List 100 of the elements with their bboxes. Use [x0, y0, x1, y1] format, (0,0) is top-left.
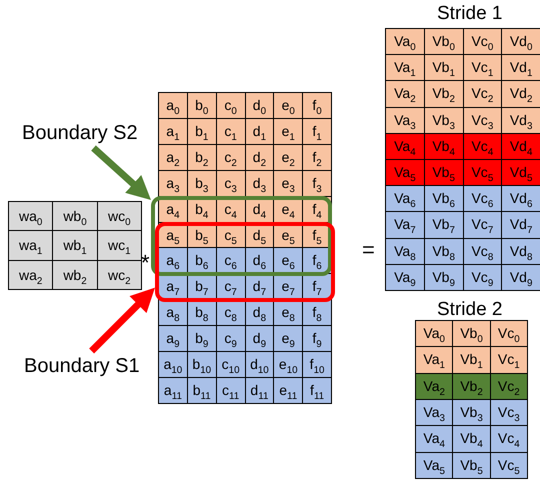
matrix-cell: Va$_{3}$: [386, 108, 425, 134]
matrix-cell: Vd$_{1}$: [502, 55, 540, 82]
matrix-cell: f$_{9}$: [303, 326, 332, 352]
matrix-cell: Vd$_{9}$: [502, 264, 540, 291]
matrix-cell: Vc$_{8}$: [464, 238, 502, 265]
matrix-cell: Vc$_{1}$: [464, 55, 502, 82]
matrix-cell: e$_{11}$: [274, 378, 304, 404]
matrix-cell: Vb$_{9}$: [424, 264, 464, 291]
matrix-cell: Vd$_{8}$: [502, 238, 540, 265]
matrix-cell: d$_{11}$: [246, 378, 274, 404]
matrix-cell: Va$_{4}$: [386, 134, 425, 160]
boundary-label: Boundary S1: [24, 351, 154, 381]
matrix-cell: a$_{10}$: [159, 352, 188, 378]
matrix-cell: e$_{2}$: [274, 144, 304, 171]
matrix-cell: b$_{11}$: [188, 378, 217, 404]
matrix-cell: Vd$_{5}$: [502, 160, 540, 186]
matrix-cell: Vb$_{0}$: [453, 321, 491, 348]
matrix-cell: Vd$_{2}$: [502, 81, 540, 108]
matrix-cell: c$_{1}$: [216, 118, 246, 145]
matrix-cell: e$_{6}$: [274, 248, 304, 274]
matrix-cell: c$_{9}$: [216, 326, 246, 352]
matrix-cell: Va$_{3}$: [416, 400, 454, 426]
matrix-cell: Va$_{0}$: [416, 321, 454, 348]
matrix-cell: f$_{3}$: [303, 170, 332, 197]
matrix-cell: Vb$_{4}$: [424, 134, 464, 160]
matrix-cell: Vc$_{3}$: [464, 108, 502, 134]
matrix-cell: Vc$_{3}$: [490, 400, 528, 426]
matrix-cell: a$_{11}$: [159, 378, 188, 404]
matrix-cell: d$_{3}$: [246, 170, 274, 197]
matrix-cell: Vc$_{0}$: [464, 29, 502, 56]
matrix-cell: Vd$_{0}$: [502, 29, 540, 56]
matrix-cell: d$_{0}$: [246, 93, 274, 119]
matrix-cell: Va$_{7}$: [386, 212, 425, 239]
matrix-cell: Vb$_{6}$: [424, 186, 464, 212]
matrix-cell: f$_{11}$: [303, 378, 332, 404]
matrix-cell: Va$_{2}$: [386, 81, 425, 108]
arrow: [89, 288, 155, 354]
matrix-cell: wa$_{0}$: [9, 202, 54, 232]
matrix-cell: Vb$_{8}$: [424, 238, 464, 265]
matrix-cell: Va$_{5}$: [386, 160, 425, 186]
matrix-cell: Vb$_{2}$: [453, 374, 491, 400]
matrix-cell: Va$_{6}$: [386, 186, 425, 212]
matrix-cell: Vc$_{5}$: [464, 160, 502, 186]
matrix-cell: Vd$_{3}$: [502, 108, 540, 134]
matrix-cell: f$_{1}$: [303, 118, 332, 145]
operator-symbol: *: [141, 250, 150, 276]
matrix-cell: b$_{0}$: [188, 93, 217, 119]
matrix-cell: f$_{2}$: [303, 144, 332, 171]
table-title: Stride 2: [437, 299, 502, 321]
matrix-cell: a$_{8}$: [159, 300, 188, 326]
matrix-cell: a$_{9}$: [159, 326, 188, 352]
matrix-cell: b$_{1}$: [188, 118, 217, 145]
matrix-cell: Vc$_{0}$: [490, 321, 528, 348]
matrix-cell: Vc$_{1}$: [490, 347, 528, 374]
matrix-cell: wb$_{2}$: [53, 260, 98, 290]
matrix-cell: f$_{0}$: [303, 93, 332, 119]
matrix-cell: Va$_{2}$: [416, 374, 454, 400]
matrix-cell: Va$_{8}$: [386, 238, 425, 265]
matrix-cell: wc$_{0}$: [98, 202, 142, 232]
matrix-cell: Vb$_{0}$: [424, 29, 464, 56]
matrix-cell: Va$_{4}$: [416, 426, 454, 453]
matrix-cell: Vb$_{5}$: [453, 452, 491, 479]
matrix-cell: c$_{0}$: [216, 93, 246, 119]
matrix-cell: Vc$_{6}$: [464, 186, 502, 212]
matrix-cell: c$_{3}$: [216, 170, 246, 197]
matrix-cell: e$_{10}$: [274, 352, 304, 378]
matrix-cell: a$_{6}$: [159, 248, 188, 274]
matrix-cell: e$_{3}$: [274, 170, 304, 197]
matrix-cell: Vc$_{5}$: [490, 452, 528, 479]
arrow: [91, 145, 151, 200]
matrix-cell: Vc$_{4}$: [464, 134, 502, 160]
matrix-cell: wb$_{1}$: [53, 231, 98, 261]
matrix-cell: e$_{0}$: [274, 93, 304, 119]
matrix-cell: Vc$_{9}$: [464, 264, 502, 291]
matrix-cell: Vd$_{7}$: [502, 212, 540, 239]
matrix-cell: wc$_{1}$: [98, 231, 142, 261]
matrix-cell: b$_{2}$: [188, 144, 217, 171]
boundary-label: Boundary S2: [22, 118, 152, 148]
matrix-cell: d$_{9}$: [246, 326, 274, 352]
matrix-cell: Vd$_{6}$: [502, 186, 540, 212]
matrix-cell: Vb$_{5}$: [424, 160, 464, 186]
matrix-cell: a$_{3}$: [159, 170, 188, 197]
highlight-frame: [155, 222, 335, 302]
matrix-cell: d$_{1}$: [246, 118, 274, 145]
matrix-cell: a$_{2}$: [159, 144, 188, 171]
matrix-cell: Vb$_{1}$: [424, 55, 464, 82]
matrix-cell: wa$_{1}$: [9, 231, 54, 261]
matrix-cell: d$_{10}$: [246, 352, 274, 378]
highlight-frame: [151, 196, 332, 276]
matrix-cell: wc$_{2}$: [98, 260, 142, 290]
matrix-cell: Va$_{5}$: [416, 452, 454, 479]
matrix-cell: Vd$_{4}$: [502, 134, 540, 160]
operator-symbol: =: [362, 237, 375, 263]
matrix-cell: wb$_{0}$: [53, 202, 98, 232]
matrix-cell: Vb$_{1}$: [453, 347, 491, 374]
matrix-cell: c$_{2}$: [216, 144, 246, 171]
matrix-cell: f$_{10}$: [303, 352, 332, 378]
matrix-cell: b$_{3}$: [188, 170, 217, 197]
matrix-cell: a$_{1}$: [159, 118, 188, 145]
matrix-cell: Va$_{0}$: [386, 29, 425, 56]
